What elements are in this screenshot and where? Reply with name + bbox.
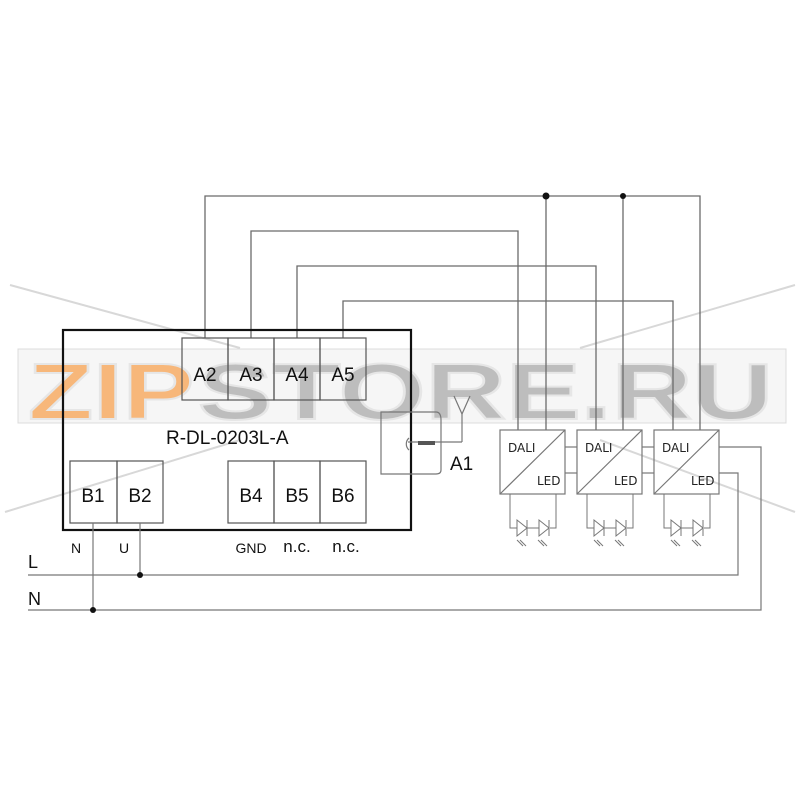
wire-l [28,472,739,576]
junction-dot [542,192,550,200]
led-diode-icon [586,494,634,547]
controller-model: R-DL-0203L-A [166,428,289,449]
wire-a2 [204,195,701,430]
driver-3-led: LED [691,474,715,488]
led-diode-icon [509,494,557,547]
line-l-label: L [28,552,38,572]
terminal-block-a [181,337,367,401]
driver-1-led: LED [537,474,561,488]
wire-n [28,446,762,611]
terminal-b1: B1 [81,486,104,507]
note-b2: U [119,540,129,556]
terminal-b2: B2 [128,486,151,507]
terminal-a3: A3 [239,365,262,386]
controller-frame [61,328,413,532]
dali-driver-1 [499,429,566,495]
wire-a5 [342,300,674,430]
antenna-label: A1 [450,454,473,475]
junction-dot [620,193,626,199]
led-strings [509,494,711,547]
terminal-b5: B5 [285,486,308,507]
terminal-a4: A4 [285,365,309,386]
dali-drivers: DALI LED DALI LED DALI LED [499,429,720,495]
junction-dot [137,572,143,578]
antenna-led-icon [418,441,435,445]
note-b5: n.c. [283,537,310,556]
dali-driver-3 [653,429,720,495]
driver-2-led: LED [614,474,638,488]
note-b6: n.c. [332,537,359,556]
junction-dot [90,607,96,613]
control-wires [204,195,701,430]
line-n-label: N [28,589,41,609]
wire-a4 [296,265,597,430]
power-wires [28,446,762,611]
terminal-b6: B6 [331,486,354,507]
watermark-zip: ZIP [28,347,194,436]
driver-1-dali: DALI [508,441,535,455]
controller: A2 A3 A4 A5 R-DL-0203L-A B1 B2 B4 B5 B6 [61,328,413,532]
terminal-b4: B4 [239,486,263,507]
terminal-a2: A2 [193,365,216,386]
driver-2-dali: DALI [585,441,612,455]
dali-driver-2 [576,429,643,495]
watermark: ZIP STORE.RU [4,284,796,513]
note-b1: N [71,540,81,556]
led-diode-icon [663,494,711,547]
wire-a3 [250,230,519,430]
terminal-a5: A5 [331,365,354,386]
driver-3-dali: DALI [662,441,689,455]
note-b4: GND [235,540,266,556]
terminal-block-b-right [227,460,367,524]
watermark-store: STORE.RU [198,347,773,436]
